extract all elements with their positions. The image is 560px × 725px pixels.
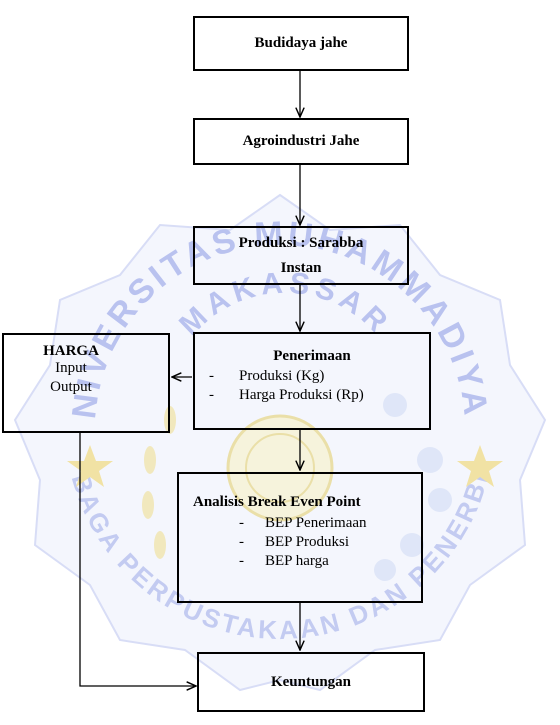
node-analisis-bep: Analisis Break Even Point -BEP Penerimaa… xyxy=(177,472,423,603)
node-budidaya-jahe: Budidaya jahe xyxy=(193,16,409,71)
node-keuntungan: Keuntungan xyxy=(197,652,425,712)
node-harga: HARGA Input Output xyxy=(2,333,170,433)
node-produksi-label: Produksi : Sarabba Instan xyxy=(238,234,364,276)
bep-item-harga: BEP harga xyxy=(265,553,329,569)
node-keuntungan-label: Keuntungan xyxy=(270,673,352,690)
bep-item-produksi: BEP Produksi xyxy=(265,534,350,550)
node-budidaya-label: Budidaya jahe xyxy=(254,35,348,51)
list-item: -Produksi (Kg) xyxy=(209,368,325,384)
penerimaan-item-harga: Harga Produksi (Rp) xyxy=(239,387,364,403)
harga-item-output: Output xyxy=(50,379,92,395)
node-agroindustri-label: Agroindustri Jahe xyxy=(242,133,360,149)
star-icon xyxy=(457,445,503,487)
list-item: -BEP Produksi xyxy=(239,534,350,550)
list-item: -BEP Penerimaan xyxy=(239,515,367,531)
emblem-circle xyxy=(226,414,334,522)
bep-item-penerimaan: BEP Penerimaan xyxy=(265,515,367,531)
harga-title: HARGA xyxy=(43,343,99,359)
list-item: -Harga Produksi (Rp) xyxy=(209,387,364,403)
penerimaan-title: Penerimaan xyxy=(273,348,351,364)
node-penerimaan: Penerimaan -Produksi (Kg) -Harga Produks… xyxy=(193,332,431,430)
list-item: -BEP harga xyxy=(239,553,329,569)
bep-title: Analisis Break Even Point xyxy=(193,494,361,510)
node-produksi: Produksi : Sarabba Instan xyxy=(193,226,409,285)
node-agroindustri-jahe: Agroindustri Jahe xyxy=(193,118,409,165)
penerimaan-item-produksi: Produksi (Kg) xyxy=(239,368,325,384)
harga-item-input: Input xyxy=(55,360,87,376)
